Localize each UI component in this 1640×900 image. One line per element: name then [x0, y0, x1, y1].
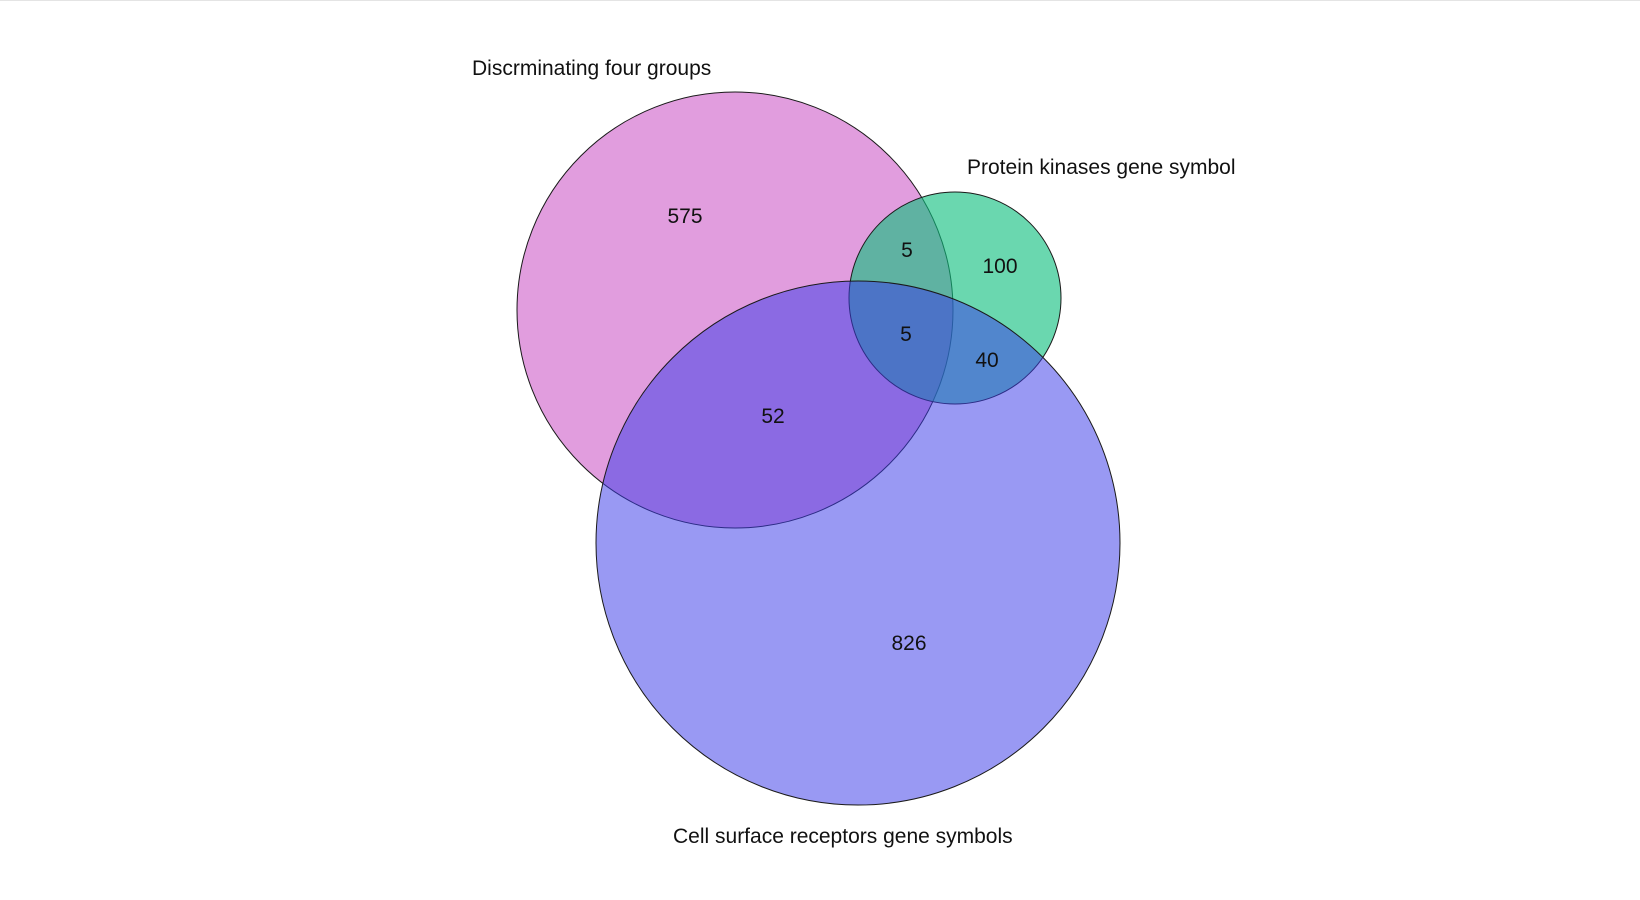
region-count-a-b: 5	[901, 239, 913, 262]
region-count-b-c: 40	[975, 349, 998, 372]
set-label-discriminating-four-groups: Discrminating four groups	[472, 57, 711, 80]
region-count-a-c: 52	[761, 405, 784, 428]
set-label-cell-surface-receptors: Cell surface receptors gene symbols	[673, 825, 1013, 848]
region-count-a-b-c: 5	[900, 323, 912, 346]
region-count-c-only: 826	[891, 632, 926, 655]
set-circle-cell-surface-receptors	[595, 280, 1121, 806]
region-count-a-only: 575	[667, 205, 702, 228]
region-count-b-only: 100	[982, 255, 1017, 278]
set-label-protein-kinases: Protein kinases gene symbol	[967, 156, 1235, 179]
top-divider	[0, 0, 1640, 1]
